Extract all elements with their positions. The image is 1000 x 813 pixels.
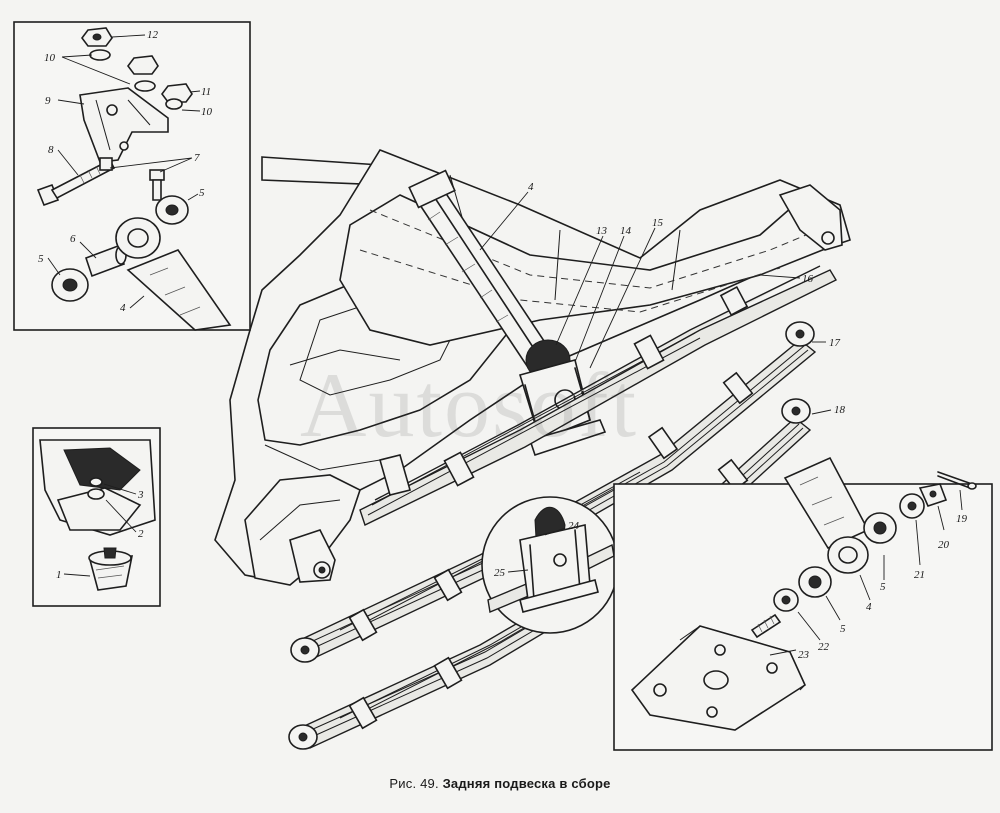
callout-3: 3 (137, 489, 144, 501)
callout-5-inset-right: 5 (880, 581, 886, 593)
callout-5-inset-top: 5 (199, 187, 205, 199)
callout-4-main: 4 (528, 181, 534, 193)
callout-2: 2 (138, 528, 144, 540)
callout-13: 13 (596, 225, 608, 237)
callout-1: 1 (56, 569, 62, 581)
inset-shock-mount-parts (13, 21, 251, 331)
callout-14: 14 (620, 225, 632, 237)
callout-15: 15 (652, 217, 664, 229)
inset-lower-mount-parts (613, 456, 993, 751)
callout-5-inset-left: 5 (38, 253, 44, 265)
u-bolt-detail-circle (481, 496, 619, 634)
callout-16: 16 (802, 273, 814, 285)
callout-5-inset-right-lower: 5 (840, 623, 846, 635)
callout-23: 23 (798, 649, 810, 661)
callout-10-top: 10 (44, 52, 56, 64)
callout-6: 6 (70, 233, 76, 245)
callout-7: 7 (194, 152, 200, 164)
callout-20: 20 (938, 539, 950, 551)
callout-24: 24 (568, 520, 580, 532)
callout-21: 21 (914, 569, 925, 581)
callout-25: 25 (494, 567, 506, 579)
callout-10-right: 10 (201, 106, 213, 118)
main-leader-lines (479, 191, 832, 573)
callout-22: 22 (818, 641, 830, 653)
callout-17: 17 (829, 337, 841, 349)
vehicle-frame (214, 149, 851, 586)
callout-4-inset: 4 (120, 302, 126, 314)
callout-19: 19 (956, 513, 968, 525)
callout-4-inset-right: 4 (866, 601, 872, 613)
caption-prefix: Рис. 49. (389, 776, 439, 791)
callout-9: 9 (45, 95, 51, 107)
callout-11: 11 (201, 86, 211, 98)
leaf-spring-16 (359, 265, 837, 526)
callout-18: 18 (834, 404, 846, 416)
callout-8: 8 (48, 144, 54, 156)
figure-caption: Рис. 49. Задняя подвеска в сборе (0, 776, 1000, 791)
caption-title: Задняя подвеска в сборе (442, 776, 611, 791)
callout-12: 12 (147, 29, 159, 41)
inset-bump-stop (32, 427, 161, 607)
callout-labels: 12 10 9 11 10 8 7 5 6 5 4 3 2 1 4 13 14 … (38, 29, 968, 661)
